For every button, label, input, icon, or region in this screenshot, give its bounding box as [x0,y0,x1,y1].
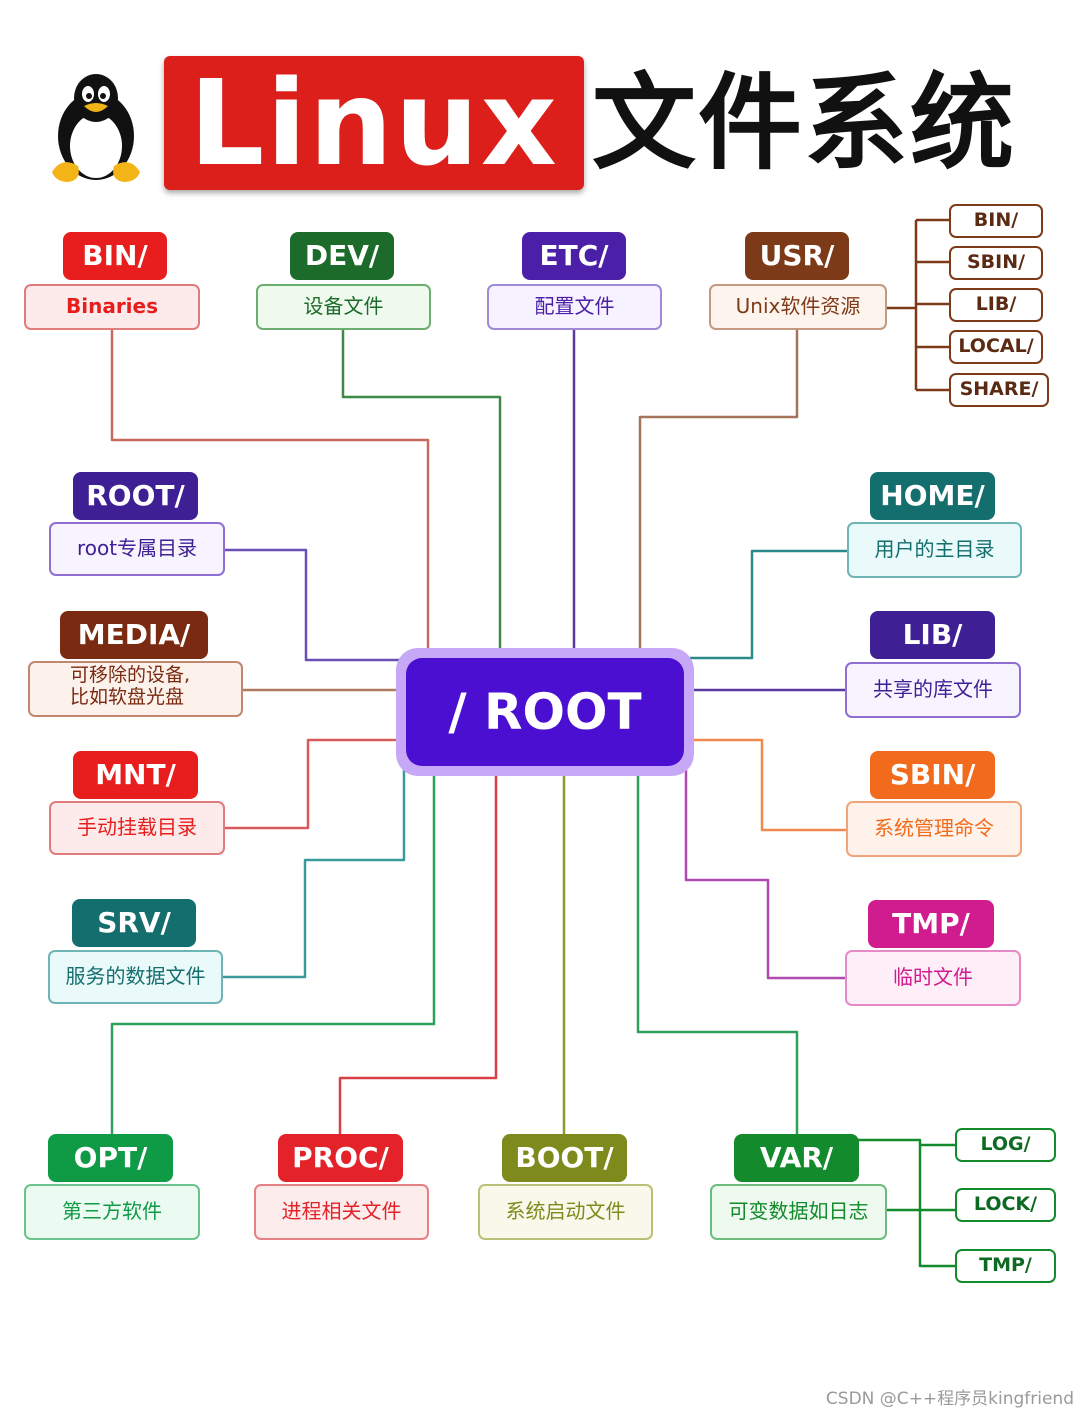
tag-opt: OPT/ [48,1134,173,1182]
tag-root: ROOT/ [73,472,198,520]
usr-child-local: LOCAL/ [949,330,1043,364]
root-node-label: / ROOT [406,658,684,766]
tag-mnt: MNT/ [73,751,198,799]
tag-dev: DEV/ [290,232,394,280]
usr-child-lib: LIB/ [949,288,1043,322]
wire-tmp [684,770,848,980]
var-child-tmp: TMP/ [955,1249,1056,1283]
desc-media-line1: 可移除的设备, [70,664,191,686]
wire-root [225,548,400,662]
wire-dev [341,330,502,648]
desc-media: 可移除的设备, 比如软盘光盘 [28,661,243,717]
wire-var [636,776,799,1135]
desc-srv: 服务的数据文件 [48,950,223,1004]
title-filesystem: 文件系统 [592,62,1017,184]
wire-mnt [225,738,400,830]
desc-usr: Unix软件资源 [709,284,887,330]
usr-child-sbin: SBIN/ [949,246,1043,280]
tag-srv: SRV/ [72,899,196,947]
desc-boot: 系统启动文件 [478,1184,653,1240]
tag-home: HOME/ [870,472,995,520]
wire-sbin [694,738,848,832]
wire-srv [222,770,406,979]
wire-home [690,549,848,660]
desc-root: root专属目录 [49,522,225,576]
desc-tmp: 临时文件 [845,950,1021,1006]
tag-etc: ETC/ [522,232,626,280]
desc-sbin: 系统管理命令 [846,801,1022,857]
tux-penguin-icon [48,70,144,190]
tag-media: MEDIA/ [60,611,208,659]
footer-watermark: CSDN @C++程序员kingfriend [825,1389,1074,1409]
desc-dev: 设备文件 [256,284,431,330]
tag-lib: LIB/ [870,611,995,659]
wire-var-branch [858,1138,955,1268]
desc-mnt: 手动挂载目录 [49,801,225,855]
tag-usr: USR/ [745,232,849,280]
tag-proc: PROC/ [278,1134,403,1182]
usr-child-share: SHARE/ [949,373,1049,407]
desc-var: 可变数据如日志 [710,1184,887,1240]
tag-tmp: TMP/ [868,900,994,948]
tag-var: VAR/ [734,1134,859,1182]
tag-boot: BOOT/ [502,1134,627,1182]
var-child-log: LOG/ [955,1128,1056,1162]
title-linux: Linux [164,56,584,190]
desc-lib: 共享的库文件 [845,662,1021,718]
wire-opt [110,776,436,1135]
desc-media-line2: 比如软盘光盘 [70,686,185,708]
wire-proc [338,776,498,1135]
desc-proc: 进程相关文件 [254,1184,429,1240]
desc-bin: Binaries [24,284,200,330]
tag-bin: BIN/ [63,232,167,280]
desc-home: 用户的主目录 [847,522,1022,578]
root-node: / ROOT [396,648,694,776]
desc-opt: 第三方软件 [24,1184,200,1240]
desc-etc: 配置文件 [487,284,662,330]
usr-child-bin: BIN/ [949,204,1043,238]
var-child-lock: LOCK/ [955,1188,1056,1222]
tag-sbin: SBIN/ [870,751,995,799]
wire-bin [110,330,430,648]
wire-usr [638,330,799,648]
